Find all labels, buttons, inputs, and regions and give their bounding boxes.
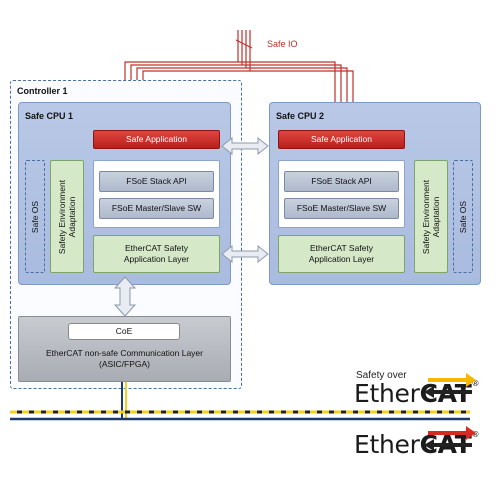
cpu2-fsoe-api: FSoE Stack API bbox=[284, 171, 399, 192]
coe-box: CoE bbox=[68, 323, 180, 340]
cpu1-fsoe-api: FSoE Stack API bbox=[99, 171, 214, 192]
cpu2-fsoe-master-slave: FSoE Master/Slave SW bbox=[284, 198, 399, 219]
cpu2-ecat-line1: EtherCAT Safety bbox=[310, 243, 373, 253]
logo1-reg: ® bbox=[471, 379, 480, 388]
cpu2-safe-application: Safe Application bbox=[278, 130, 405, 149]
cpu1-ethercat-safety-layer: EtherCAT Safety Application Layer bbox=[93, 235, 220, 273]
cpu1-safe-os: Safe OS bbox=[25, 160, 45, 273]
safe-cpu-1-title: Safe CPU 1 bbox=[25, 111, 74, 121]
cpu1-fsoe-master-slave: FSoE Master/Slave SW bbox=[99, 198, 214, 219]
cpu2-ecat-line2: Application Layer bbox=[308, 254, 375, 264]
logo2-reg: ® bbox=[471, 430, 480, 439]
logo1-ether: Ether bbox=[354, 379, 420, 408]
safety-over-label: Safety over bbox=[356, 370, 407, 381]
comm-layer-line2: (ASIC/FPGA) bbox=[98, 359, 150, 369]
controller-1-label: Controller 1 bbox=[17, 86, 68, 96]
cpu2-safe-os: Safe OS bbox=[453, 160, 473, 273]
cpu2-ethercat-safety-layer: EtherCAT Safety Application Layer bbox=[278, 235, 405, 273]
logo2-ether: Ether bbox=[354, 430, 420, 459]
cpu1-safe-application: Safe Application bbox=[93, 130, 220, 149]
cpu1-ecat-line1: EtherCAT Safety bbox=[125, 243, 188, 253]
safe-io-label: Safe IO bbox=[267, 39, 298, 49]
ethercat-arrows-icon bbox=[424, 426, 476, 451]
cpu1-ecat-line2: Application Layer bbox=[123, 254, 190, 264]
comm-layer-line1: EtherCAT non-safe Communication Layer bbox=[45, 348, 203, 358]
safe-cpu-2-title: Safe CPU 2 bbox=[276, 111, 325, 121]
safety-arrows-icon bbox=[424, 373, 476, 398]
